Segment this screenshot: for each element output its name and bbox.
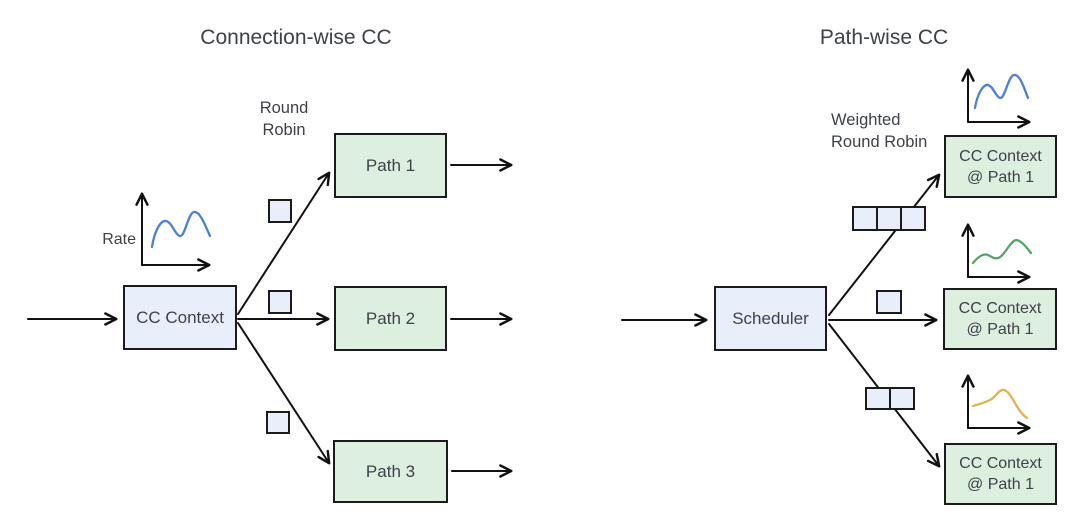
round-robin-label-line1: Round xyxy=(259,99,309,117)
rate-curve-blue-icon xyxy=(150,210,212,249)
right-diagram-title: Path-wise CC xyxy=(819,26,949,49)
cc-context-path1-box-2-line2: @ Path 1 xyxy=(966,321,1034,338)
packet-icon-left-path2 xyxy=(268,290,292,314)
cc-context-path1-box-2: CC Context @ Path 1 xyxy=(943,288,1057,350)
rate-axis-path3 xyxy=(961,374,1031,435)
cc-context-path1-box-1: CC Context @ Path 1 xyxy=(944,135,1057,198)
path2-box: Path 2 xyxy=(334,286,447,351)
weighted-round-robin-label-line1: Weighted xyxy=(831,111,901,129)
fanout-arrow-ctx1 xyxy=(828,173,941,316)
round-robin-label-line2: Robin xyxy=(262,121,306,139)
round-robin-label: Round Robin xyxy=(260,97,309,141)
fanout-arrow-path1 xyxy=(237,171,331,315)
left-diagram-title: Connection-wise CC xyxy=(200,26,392,49)
rate-axis xyxy=(135,192,211,272)
packet-queue-icon-ctx1 xyxy=(852,206,926,231)
rate-axis-path1 xyxy=(961,68,1031,129)
rate-axis-path2 xyxy=(961,223,1031,284)
packet-queue-icon-ctx3 xyxy=(865,387,915,410)
cc-context-path1-box-2-line1: CC Context xyxy=(958,300,1042,317)
fanout-arrow-path3 xyxy=(237,322,331,465)
cc-context-path1-box-1-line2: @ Path 1 xyxy=(967,168,1034,186)
cc-context-path1-box-3-line2: @ Path 1 xyxy=(967,476,1034,493)
path2-box-label: Path 2 xyxy=(365,308,416,328)
packet-icon-left-path3 xyxy=(266,411,290,434)
scheduler-box-label: Scheduler xyxy=(732,308,809,328)
cc-context-box-label: CC Context xyxy=(136,307,224,327)
weighted-round-robin-label-line2: Round Robin xyxy=(831,133,928,151)
rate-curve-orange-icon xyxy=(971,388,1029,420)
path3-box-label: Path 3 xyxy=(365,461,416,481)
rate-curve-green-icon xyxy=(971,238,1033,265)
cc-context-path1-box-3-line1: CC Context xyxy=(959,455,1042,472)
cc-context-box: CC Context xyxy=(123,285,237,350)
weighted-round-robin-label: Weighted Round Robin xyxy=(831,109,927,153)
packet-icon-ctx2 xyxy=(876,290,902,314)
cc-context-path1-box-3: CC Context @ Path 1 xyxy=(944,443,1057,505)
rate-curve-blue-icon-path1 xyxy=(973,73,1030,110)
path1-box-label: Path 1 xyxy=(365,155,416,175)
cc-context-path1-box-1-line1: CC Context xyxy=(959,147,1042,165)
scheduler-box: Scheduler xyxy=(714,286,827,351)
path1-box: Path 1 xyxy=(334,133,447,198)
packet-icon-left-path1 xyxy=(268,199,292,223)
rate-axis-label: Rate xyxy=(102,231,136,248)
path3-box: Path 3 xyxy=(333,440,448,503)
